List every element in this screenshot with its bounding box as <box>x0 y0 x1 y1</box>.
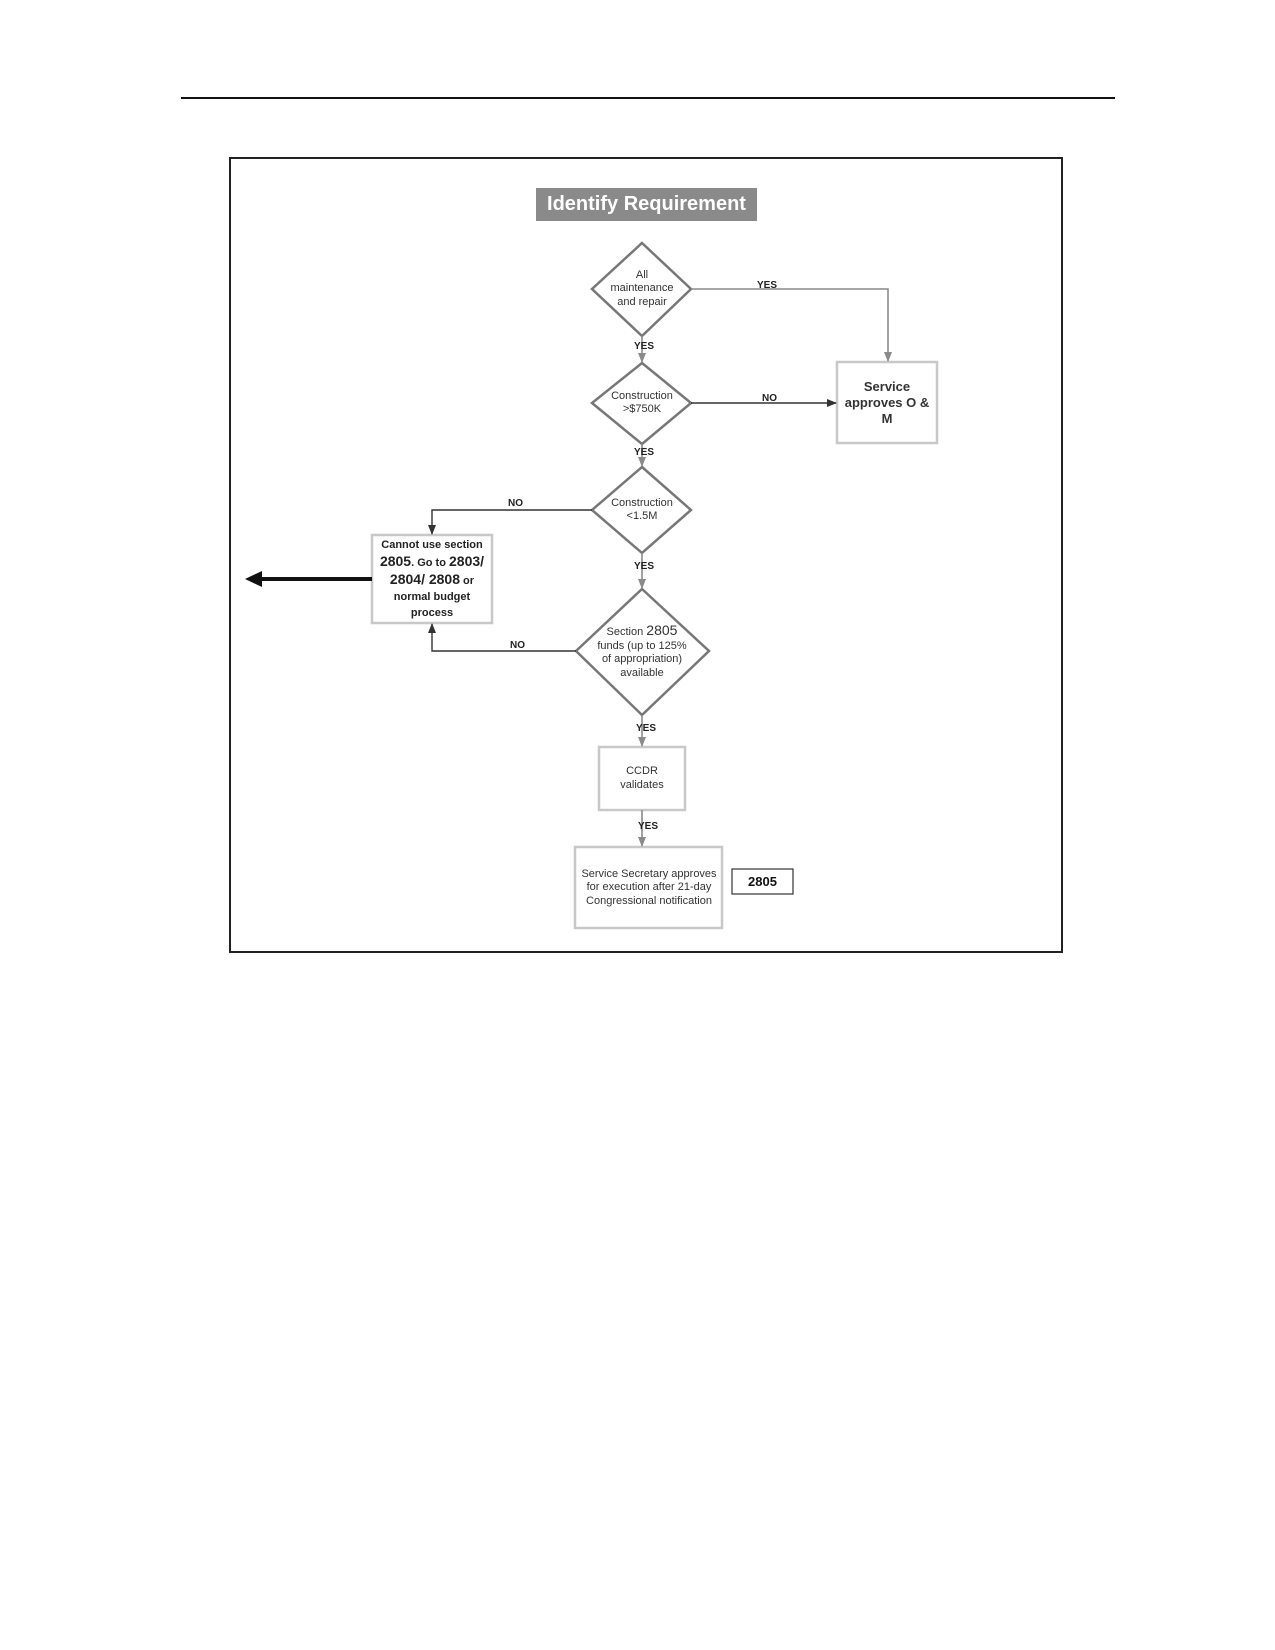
exit-arrow-head <box>245 571 262 587</box>
diagram-frame <box>229 157 1063 953</box>
edge-d3-no-cannot <box>428 509 592 535</box>
edge-label-yes-ccdr: YES <box>638 821 659 832</box>
edge-label-yes-d1-down: YES <box>634 341 655 352</box>
cannot-use-label: Cannot use section 2805. Go to 2803/ 280… <box>378 539 486 619</box>
edge-label-no-d2: NO <box>762 393 777 404</box>
tag-2805-box <box>731 868 794 895</box>
ccdr-box <box>597 745 687 812</box>
cannot-use-text-1: Cannot use section <box>381 539 483 551</box>
decision-construction-1-5m-label: Construction <1.5M <box>611 496 673 523</box>
decision-section-2805-funds-label: Section 2805 funds (up to 125% of approp… <box>596 617 688 687</box>
decision-construction-750k-label: Construction >$750K <box>611 389 673 416</box>
cannot-use-num-2: 2803/ 2804/ 2808 <box>389 553 485 587</box>
diagram-title: Identify Requirement <box>536 188 757 221</box>
service-approves-box <box>835 360 939 445</box>
service-approves-label: Service approves O & M <box>844 379 930 426</box>
edge-label-yes-d3: YES <box>634 561 655 572</box>
edge-d4-no-cannot <box>428 623 576 652</box>
edge-label-yes-d1-right: YES <box>757 280 778 291</box>
decision-all-maintenance-label: All maintenance and repair <box>610 268 674 308</box>
tag-2805-label: 2805 <box>748 874 777 889</box>
edge-label-yes-d2: YES <box>634 447 655 458</box>
top-rule <box>181 97 1115 99</box>
edge-label-no-d4: NO <box>510 640 525 651</box>
cannot-use-text-3: or normal budget process <box>393 575 475 619</box>
edge-label-yes-d4: YES <box>636 723 657 734</box>
ccdr-label: CCDR validates <box>620 765 664 791</box>
edge-label-no-d3: NO <box>508 498 523 509</box>
cannot-use-text-2: . Go to <box>411 557 449 569</box>
edge-d1-yes-service <box>691 288 892 362</box>
secretary-box <box>573 845 724 930</box>
section-prefix: Section <box>606 626 647 638</box>
section-rest: funds (up to 125% of appropriation) avai… <box>597 639 687 679</box>
cannot-use-num-1: 2805 <box>379 553 412 569</box>
section-number: 2805 <box>646 622 678 638</box>
secretary-label: Service Secretary approves for execution… <box>581 867 717 907</box>
